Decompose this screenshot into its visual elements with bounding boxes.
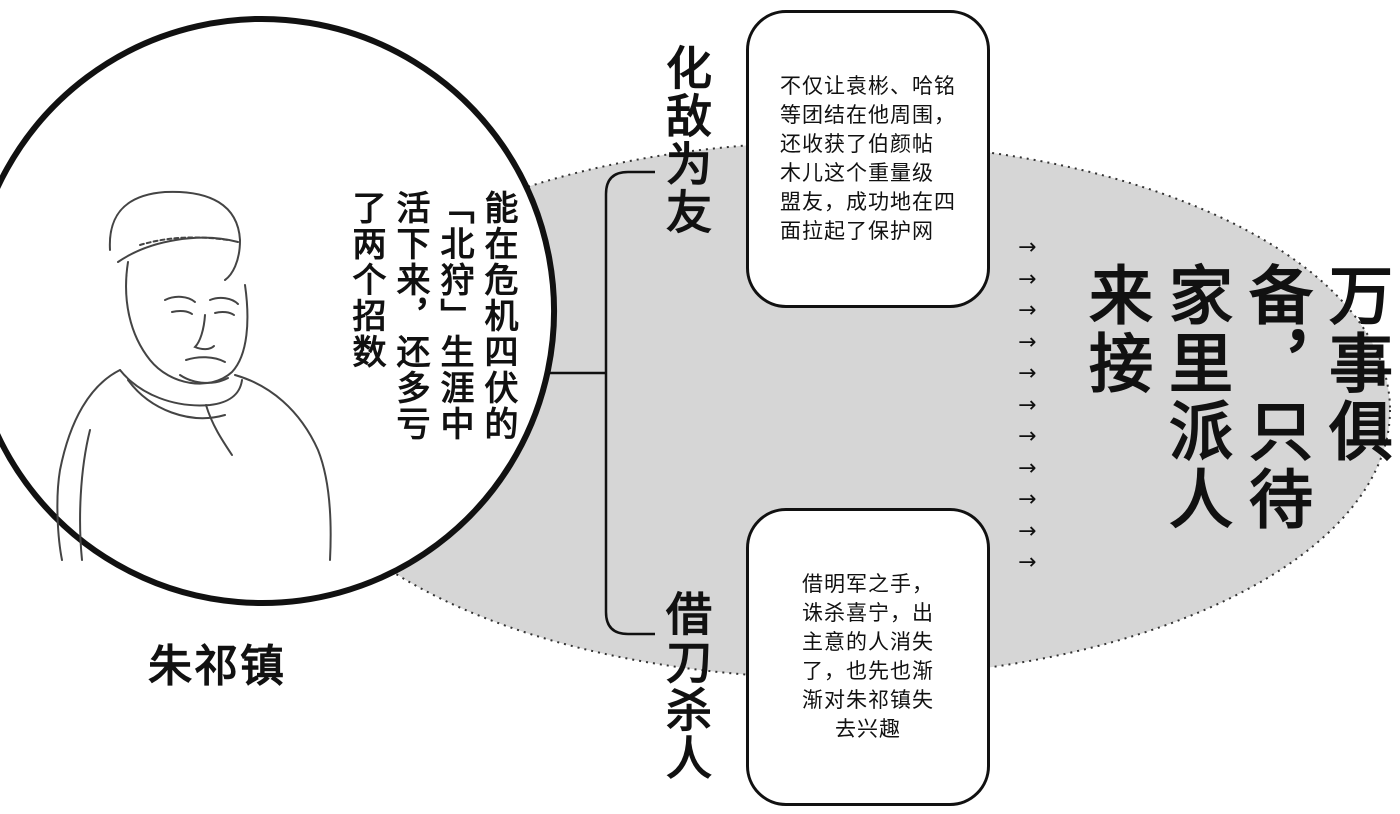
arrow-icon: → bbox=[1018, 487, 1037, 512]
branch-top-description-box: 不仅让袁彬、哈铭 等团结在他周围， 还收获了伯颜帖 木儿这个重量级 盟友，成功地… bbox=[746, 10, 990, 308]
arrow-icon: → bbox=[1018, 298, 1037, 323]
arrow-icon: → bbox=[1018, 455, 1037, 481]
portrait-circle bbox=[0, 16, 558, 606]
branch-top-label: 化敌为友 bbox=[659, 44, 713, 236]
circle-caption: 能在危机四伏的「北狩」生涯中活下来，还多亏了两个招数 bbox=[346, 190, 518, 442]
person-name: 朱祁镇 bbox=[148, 641, 286, 692]
arrow-icon: → bbox=[1018, 518, 1037, 544]
conclusion-text: 万事俱备，只待家里派人来接 bbox=[1078, 262, 1393, 534]
arrow-icon: → bbox=[1018, 550, 1037, 575]
arrow-icon: → bbox=[1018, 235, 1037, 260]
arrow-icon: → bbox=[1018, 266, 1037, 292]
arrow-icon: → bbox=[1018, 424, 1037, 449]
branch-bottom-label: 借刀杀人 bbox=[659, 590, 713, 782]
emperor-portrait bbox=[56, 190, 332, 561]
branch-top-description: 不仅让袁彬、哈铭 等团结在他周围， 还收获了伯颜帖 木儿这个重量级 盟友，成功地… bbox=[780, 74, 956, 243]
arrow-icon: → bbox=[1018, 392, 1037, 418]
arrow-column: → → → → → → → → → → → bbox=[1018, 232, 1058, 579]
arrow-icon: → bbox=[1018, 361, 1037, 386]
branch-bottom-description-box: 借明军之手， 诛杀喜宁，出 主意的人消失 了，也先也渐 渐对朱祁镇失 去兴趣 bbox=[746, 508, 990, 806]
branch-connectors bbox=[548, 170, 655, 636]
arrow-icon: → bbox=[1018, 329, 1037, 355]
branch-bottom-description: 借明军之手， 诛杀喜宁，出 主意的人消失 了，也先也渐 渐对朱祁镇失 去兴趣 bbox=[802, 572, 934, 741]
